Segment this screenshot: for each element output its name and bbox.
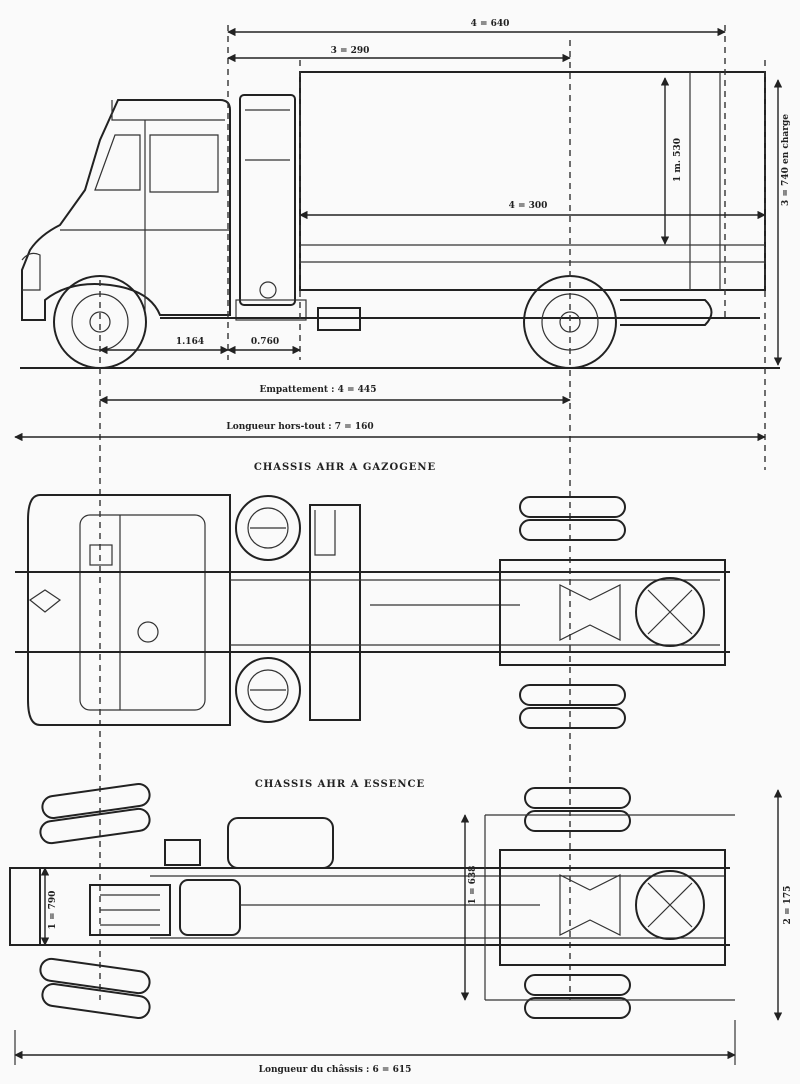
dim-cab-axle-label: 3 = 290 <box>331 46 370 56</box>
front-wheel <box>53 275 147 369</box>
cab-top <box>27 494 231 726</box>
dim-track-rear-label: 1 = 638 <box>468 866 478 905</box>
dim-front-overhang-label: 1.164 <box>176 337 204 347</box>
battery <box>164 839 201 866</box>
filter-box <box>309 504 361 721</box>
dim-cab-gap-label: 0.760 <box>251 337 279 347</box>
title-gazogene: CHASSIS AHR A GAZOGENE <box>254 462 436 473</box>
cab <box>21 99 231 321</box>
dim-track-front-label: 1 = 790 <box>48 891 58 930</box>
spare-wheel-2 <box>635 870 705 940</box>
dim-body-height-label: 1 m. 530 <box>673 138 683 182</box>
cab-window-side <box>149 134 219 193</box>
title-essence: CHASSIS AHR A ESSENCE <box>255 779 425 790</box>
dim-loaded-height-label: 3 = 740 en charge <box>781 114 791 206</box>
gearbox <box>179 879 241 936</box>
chassis-top-view-essence: 1 = 790 1 = 638 2 = 175 Longueur du châs… <box>9 783 793 1075</box>
side-view: 4 = 640 3 = 290 1 m. 530 4 = 300 3 = 740… <box>14 19 791 1000</box>
fuel-tank <box>227 817 334 869</box>
cab-window-front <box>94 134 141 191</box>
dim-width-total-label: 2 = 175 <box>783 886 793 925</box>
dim-overall-length-label: Longueur hors-tout : 7 = 160 <box>226 422 373 432</box>
chassis-top-view-gazogene <box>15 494 730 729</box>
dim-top-label: 4 = 640 <box>471 19 510 29</box>
exhaust <box>620 299 713 326</box>
engine <box>89 884 171 936</box>
spare-wheel <box>635 577 705 647</box>
dim-chassis-length-label: Longueur du châssis : 6 = 615 <box>259 1064 412 1075</box>
cargo-body <box>299 71 766 291</box>
gazogene-drum-top <box>235 495 301 561</box>
front-bumper <box>9 867 41 946</box>
gazogene-drum-bottom <box>235 657 301 723</box>
dim-wheelbase-label: Empattement : 4 = 445 <box>260 385 377 395</box>
battery-box <box>317 307 361 331</box>
dim-body-length-label: 4 = 300 <box>509 201 548 211</box>
gazogene-unit <box>235 94 307 321</box>
